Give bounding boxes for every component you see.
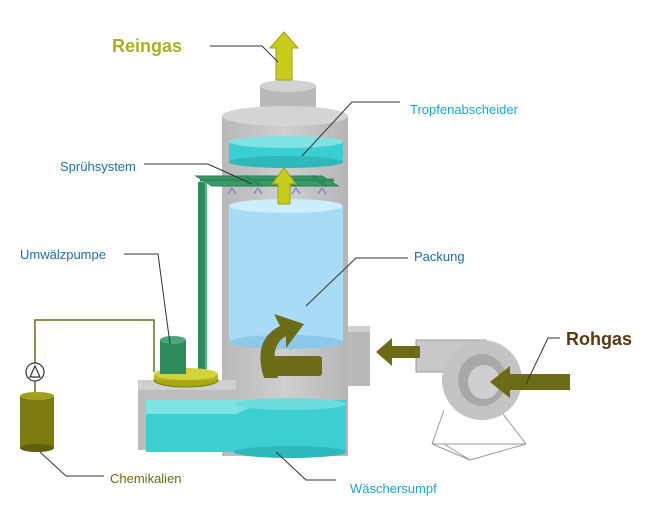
umwaelzpumpe-label: Umwälzpumpe (20, 247, 106, 262)
chemical-dosing-line (34, 319, 155, 400)
fan-blower-icon (415, 339, 527, 461)
demister (229, 136, 343, 168)
tropfenabscheider-label: Tropfenabscheider (410, 102, 518, 117)
inlet-duct (348, 326, 370, 386)
waeschersumpf-label: Wäschersumpf (350, 481, 437, 496)
arrow-up-icon (271, 167, 297, 205)
arrow-left-icon (490, 366, 570, 398)
packung-label: Packung (414, 249, 465, 264)
chemical-tank (20, 392, 54, 452)
pump-symbol-icon (25, 362, 45, 382)
spruehsystem-label: Sprühsystem (60, 159, 136, 174)
recirculation-pipe (198, 182, 207, 372)
arrow-up-icon (268, 31, 300, 81)
sump-water (146, 398, 346, 458)
leader-lines (39, 45, 560, 481)
circulation-pump (153, 336, 219, 388)
reingas-label: Reingas (112, 36, 183, 56)
rohgas-label: Rohgas (566, 329, 633, 349)
curved-arrow-icon (260, 314, 322, 378)
arrow-left-icon (376, 338, 420, 366)
chemikalien-label: Chemikalien (110, 471, 182, 486)
